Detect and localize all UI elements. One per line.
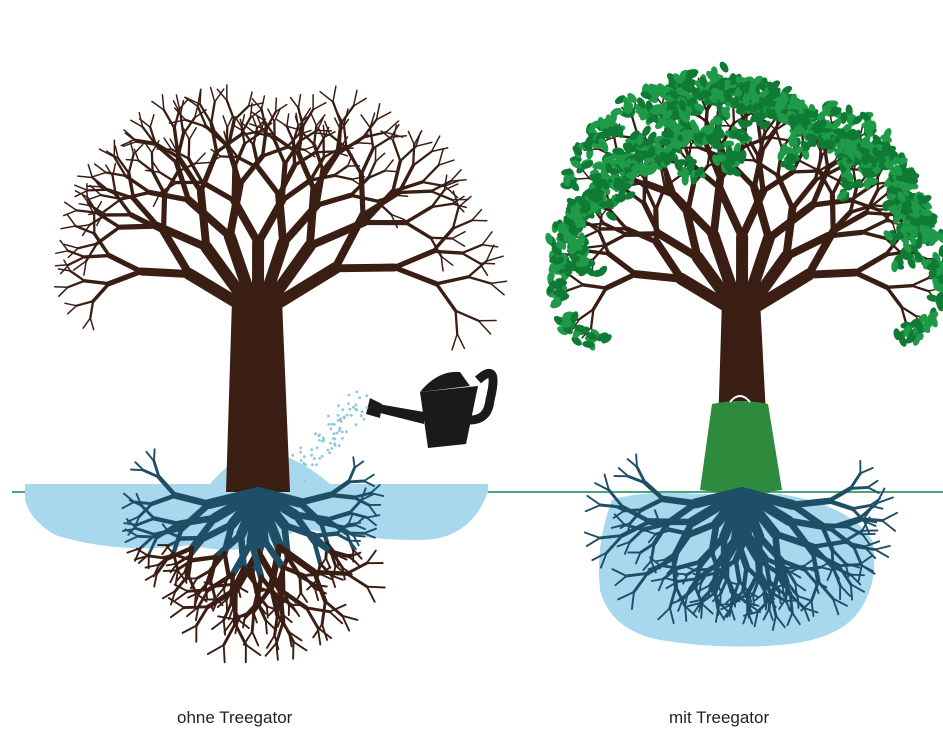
watering-can-icon bbox=[366, 372, 493, 448]
caption-with-treegator: mit Treegator bbox=[669, 708, 769, 728]
caption-without-treegator: ohne Treegator bbox=[177, 708, 292, 728]
bare-tree-trunk bbox=[226, 300, 290, 492]
bare-tree-icon bbox=[25, 85, 507, 662]
leafy-tree-icon bbox=[544, 60, 943, 647]
treegator-bag-icon bbox=[700, 396, 782, 493]
